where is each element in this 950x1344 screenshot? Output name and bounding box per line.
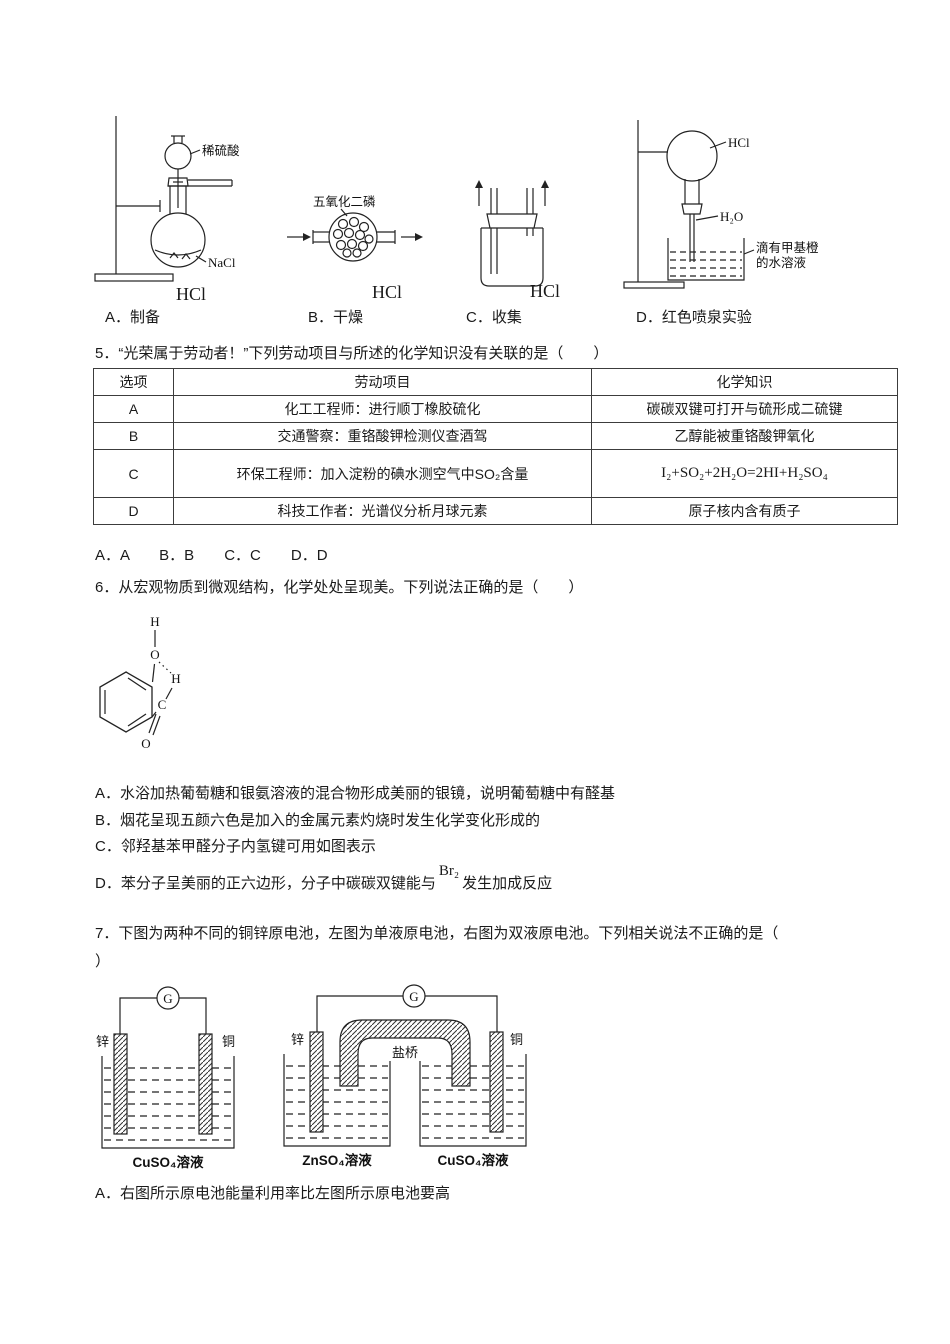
salt-bridge-label: 盐桥 [392,1045,418,1060]
cuso4-solution-label: CuSO₄溶液 [438,1152,509,1168]
table-cell-project: 环保工程师：加入淀粉的碘水测空气中SO₂含量 [173,449,592,498]
q5-header-row: 选项 劳动项目 化学知识 [93,368,898,396]
q5-stem: 5．“光荣属于劳动者！”下列劳动项目与所述的化学知识没有关联的是（ ） [95,345,609,362]
q6-stem: 6．从宏观物质到微观结构，化学处处呈现美。下列说法正确的是（ ） [95,579,584,596]
hcl-gas-label: HCl [728,135,750,150]
table-cell-knowledge: 乙醇能被重铬酸钾氧化 [591,422,898,450]
zinc-electrode-label: 锌 [291,1032,304,1047]
q6-option-c: C．邻羟基苯甲醛分子内氢键可用如图表示 [95,838,376,855]
zinc-electrode-label: 锌 [96,1034,109,1049]
q6-option-a: A．水浴加热葡萄糖和银氨溶液的混合物形成美丽的银镜，说明葡萄糖中有醛基 [95,785,616,802]
fig3-caption: C．收集 [466,309,522,326]
table-cell-knowledge: 原子核内含有质子 [591,497,898,525]
table-cell-knowledge: I₂+SO₂+2H₂O=2HI+H₂SO₄ [591,449,898,498]
q5-answer-line: A．A B．B C．C D．D [95,547,328,564]
q5-row-c: C 环保工程师：加入淀粉的碘水测空气中SO₂含量 I₂+SO₂+2H₂O=2HI… [93,449,898,498]
fig2-formula-label: HCl [372,282,403,302]
hcl-drying-apparatus-figure: 五氧化二磷 [287,194,423,262]
single-liquid-cell-figure: G 锌 铜 CuSO₄溶液 [96,986,235,1170]
table-cell-project: 化工工程师：进行顺丁橡胶硫化 [173,395,592,423]
fig1-caption: A．制备 [105,309,161,326]
red-fountain-apparatus-figure: HCl H₂O 滴有甲基橙 的水溶液 [623,120,819,289]
table-cell-project: 科技工作者：光谱仪分析月球元素 [173,497,592,525]
salicylaldehyde-structure-figure: O H H C O [99,614,181,751]
table-cell-option: B [93,422,174,450]
znso4-solution-label: ZnSO₄溶液 [302,1152,372,1168]
hcl-preparation-apparatus-figure: 稀硫酸 NaCl [94,116,240,282]
q5-table: 选项 劳动项目 化学知识 A 化工工程师：进行顺丁橡胶硫化 碳碳双键可打开与硫形… [93,368,898,525]
q7-stem-line2: ） [95,953,111,970]
double-liquid-cell-figure: G 盐桥 锌 铜 ZnSO₄溶液 CuSO₄溶液 [283,984,527,1168]
bromine-formula: Br₂ [438,863,460,879]
table-cell-option: A [93,395,174,423]
table-cell-project: 交通警察：重铬酸钾检测仪查酒驾 [173,422,592,450]
q6-option-d-text: D．苯分子呈美丽的正六边形，分子中碳碳双键能与 [95,875,436,892]
phenol-oxygen-atom: O [150,647,159,662]
phenol-hydrogen-atom: H [150,614,159,629]
q5-header-project: 劳动项目 [173,368,592,396]
hcl-collection-apparatus-figure [475,180,549,287]
carbonyl-oxygen-atom: O [141,736,150,751]
q5-row-d: D 科技工作者：光谱仪分析月球元素 原子核内含有质子 [93,497,898,525]
q6-option-b: B．烟花呈现五颜六色是加入的金属元素灼烧时发生化学变化形成的 [95,812,541,829]
q5-header-knowledge: 化学知识 [591,368,898,396]
carbonyl-carbon-atom: C [158,697,167,712]
q5-header-option: 选项 [93,368,174,396]
left-cell-solution-label: CuSO₄溶液 [133,1154,204,1170]
fig4-caption: D．红色喷泉实验 [636,309,752,326]
galvanometer-label: G [409,989,418,1004]
q6-option-d-tail: 发生加成反应 [462,875,553,892]
table-cell-knowledge: 碳碳双键可打开与硫形成二硫键 [591,395,898,423]
fig2-caption: B．干燥 [308,309,364,326]
q5-row-a: A 化工工程师：进行顺丁橡胶硫化 碳碳双键可打开与硫形成二硫键 [93,395,898,423]
aldehyde-hydrogen-atom: H [171,671,180,686]
methyl-orange-solution-label-line2: 的水溶液 [756,255,807,270]
q7-option-a: A．右图所示原电池能量利用率比左图所示原电池要高 [95,1185,451,1202]
table-cell-option: D [93,497,174,525]
copper-electrode-label: 铜 [222,1034,235,1049]
q5-row-b: B 交通警察：重铬酸钾检测仪查酒驾 乙醇能被重铬酸钾氧化 [93,422,898,450]
copper-electrode-label: 铜 [510,1032,523,1047]
fig1-formula-label: HCl [176,284,207,304]
dilute-sulfuric-acid-label: 稀硫酸 [202,143,240,158]
q7-stem-line1: 7．下图为两种不同的铜锌原电池，左图为单液原电池，右图为双液原电池。下列相关说法… [95,925,779,942]
q6-option-d: D．苯分子呈美丽的正六边形，分子中碳碳双键能与Br₂发生加成反应 [95,863,553,893]
methyl-orange-solution-label-line1: 滴有甲基橙 [756,240,819,255]
table-cell-option: C [93,449,174,498]
phosphorus-pentoxide-label: 五氧化二磷 [313,194,376,209]
nacl-label: NaCl [208,255,236,270]
fig3-formula-label: HCl [530,281,561,301]
water-label: H₂O [720,209,743,224]
galvanometer-label: G [163,991,172,1006]
